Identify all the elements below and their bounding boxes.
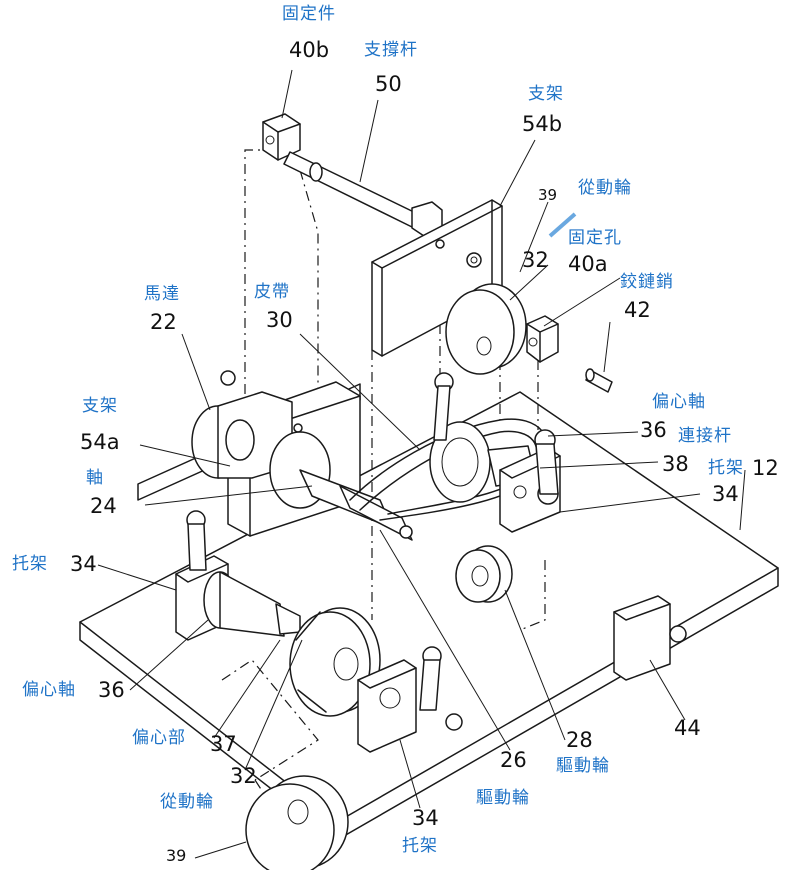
label-base-no: 12 — [752, 456, 779, 480]
label-bracket-left-no: 54a — [80, 430, 120, 454]
label-part-32-top: 32 — [522, 248, 549, 272]
connecting-rod-right — [433, 372, 559, 505]
label-bracket-top-no: 54b — [522, 112, 563, 136]
label-part-32-bottom: 32 — [230, 764, 257, 788]
label-support-rod: 支撐杆 — [364, 40, 418, 60]
label-driven-wheel-top-no: 39 — [538, 186, 558, 204]
label-part-44: 44 — [674, 716, 701, 740]
label-shaft: 軸 — [86, 468, 104, 488]
drive-wheel-28 — [455, 545, 513, 603]
label-driven-wheel-bottom-no: 39 — [166, 846, 187, 865]
label-drive-wheel-26-no: 26 — [500, 748, 527, 772]
label-support-rod-no: 50 — [375, 72, 402, 96]
label-motor: 馬達 — [144, 284, 180, 304]
driven-wheel-loose-39 — [245, 775, 349, 870]
label-support-bottom-no: 34 — [412, 806, 439, 830]
label-fixing-member: 固定件 — [282, 4, 336, 24]
label-fixing-hole: 固定孔 — [568, 228, 622, 248]
label-drive-wheel-28-no: 28 — [566, 728, 593, 752]
leader-lines — [97, 69, 746, 859]
label-drive-wheel-28: 驅動輪 — [556, 756, 610, 776]
label-eccentric-shaft-left-no: 36 — [98, 678, 125, 702]
label-fixing-hole-no: 40a — [568, 252, 608, 276]
fixing-hole-40a — [526, 315, 559, 363]
label-driven-wheel-bottom: 從動輪 — [160, 792, 214, 812]
label-support-bottom: 托架 — [402, 836, 438, 856]
label-connecting-rod: 連接杆 — [678, 426, 732, 446]
label-eccentric-part-no: 37 — [210, 732, 237, 756]
label-support-right: 托架 — [708, 458, 744, 478]
label-eccentric-part: 偏心部 — [132, 728, 186, 748]
label-hinge-pin: 鉸鏈銷 — [620, 272, 674, 292]
label-shaft-no: 24 — [90, 494, 117, 518]
label-belt: 皮帶 — [254, 282, 290, 302]
support-bottom-34 — [357, 646, 463, 753]
label-eccentric-shaft-right: 偏心軸 — [652, 392, 706, 412]
driven-wheel-top — [445, 283, 527, 375]
fixing-member-40b — [262, 113, 301, 161]
label-support-left-no: 34 — [70, 552, 97, 576]
label-fixing-member-no: 40b — [289, 38, 330, 62]
label-bracket-top: 支架 — [528, 84, 564, 104]
eccentric-shaft-left — [203, 571, 301, 637]
label-support-left: 托架 — [12, 554, 48, 574]
label-driven-wheel-top: 從動輪 — [578, 178, 632, 198]
label-belt-no: 30 — [266, 308, 293, 332]
label-eccentric-shaft-right-no: 36 — [640, 418, 667, 442]
support-rod-50 — [283, 151, 443, 237]
label-part-38: 38 — [662, 452, 689, 476]
label-bracket-left: 支架 — [82, 396, 118, 416]
label-hinge-pin-no: 42 — [624, 298, 651, 322]
label-eccentric-shaft-left: 偏心軸 — [22, 680, 76, 700]
hinge-pin-42 — [585, 368, 613, 393]
label-motor-no: 22 — [150, 310, 177, 334]
part-44 — [613, 595, 687, 681]
label-drive-wheel-26: 驅動輪 — [476, 788, 530, 808]
label-support-right-no: 34 — [712, 482, 739, 506]
